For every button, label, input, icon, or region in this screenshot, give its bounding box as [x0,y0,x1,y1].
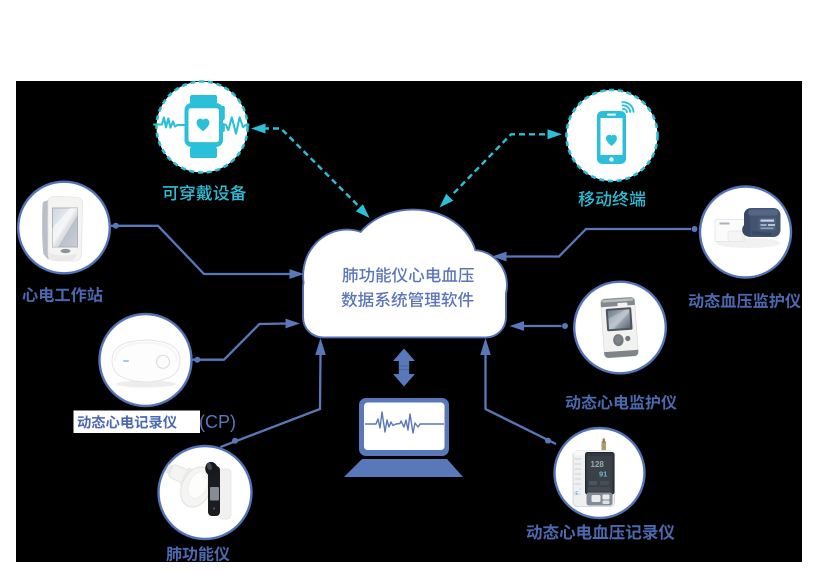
svg-text:iE: iE [575,491,580,497]
svg-text:91: 91 [599,470,607,479]
svg-text:128: 128 [591,460,605,469]
svg-text:(CP): (CP) [199,412,236,432]
